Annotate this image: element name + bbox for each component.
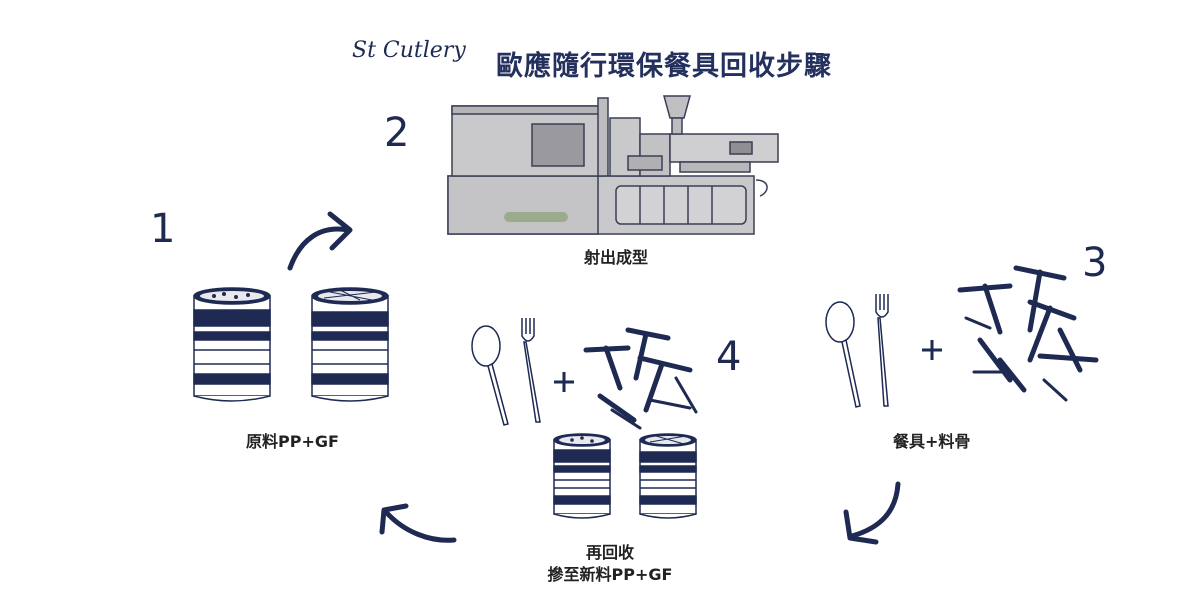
step-3-number: 3	[1082, 240, 1108, 286]
arrow-1-to-2	[287, 211, 353, 271]
fiber-barrel-icon-2	[639, 433, 697, 519]
step-1-label: 原料PP+GF	[246, 432, 339, 451]
step-4-number: 4	[716, 334, 742, 380]
page-title: 歐應隨行環保餐具回收步驟	[496, 51, 832, 82]
step-2-number: 2	[384, 110, 410, 156]
step-4-label: 再回收 摻至新料PP+GF	[540, 542, 680, 586]
pellet-barrel-icon	[193, 287, 271, 402]
fiber-barrel-icon	[311, 287, 389, 402]
step-3-label: 餐具+料骨	[893, 432, 971, 451]
step-4-label-line2: 摻至新料PP+GF	[547, 565, 673, 584]
fork-icon	[875, 294, 889, 407]
brand-logo: St Cutlery	[352, 38, 466, 63]
plus-icon-2	[554, 372, 574, 392]
step-1-number: 1	[150, 206, 176, 252]
step-2-label: 射出成型	[584, 248, 649, 267]
fork-icon-2	[521, 318, 541, 423]
spoon-icon-2	[471, 325, 509, 426]
arrow-3-to-4	[843, 481, 901, 545]
injection-molding-machine-icon	[447, 95, 779, 235]
runner-sprue-pile-icon-2	[583, 327, 698, 430]
runner-sprue-pile-icon	[957, 265, 1099, 402]
pellet-barrel-icon-2	[553, 433, 611, 519]
plus-icon	[922, 340, 942, 360]
step-4-label-line1: 再回收	[585, 543, 634, 562]
arrow-4-to-1	[379, 503, 457, 543]
spoon-icon	[825, 301, 861, 408]
